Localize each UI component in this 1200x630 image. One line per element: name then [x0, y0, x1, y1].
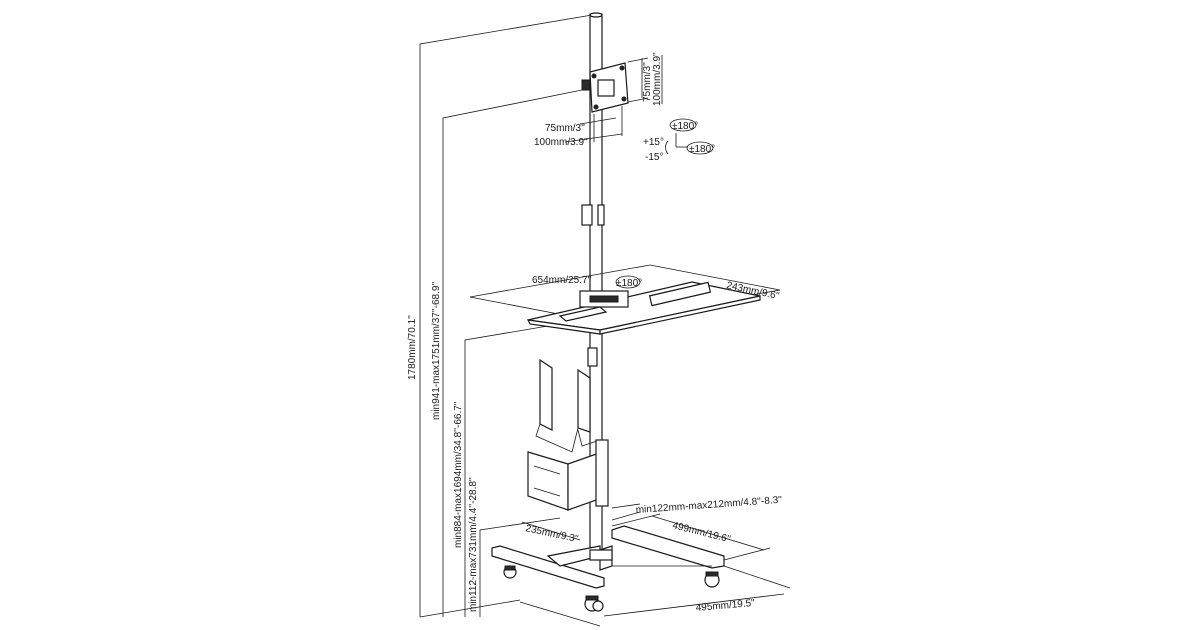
rotation-side-label: ±180°: [689, 144, 715, 155]
vesa-vertical-100-label: 100mm/3.9'': [652, 52, 663, 106]
vesa-horizontal-100-label: 100mm/3.9'': [534, 137, 588, 148]
total-height-label: 1780mm/70.1'': [407, 315, 418, 380]
base-depth-label: 499mm/19.6'': [671, 520, 731, 545]
cpu-depth-label: 235mm/9.3'': [524, 523, 579, 545]
cpu-holder: [527, 358, 609, 511]
keyboard-tray: [469, 264, 781, 335]
tray-rotation-label: ±180°: [616, 278, 642, 289]
rotation-top-label: ±180°: [672, 121, 698, 132]
rotation-symbols: [665, 118, 714, 155]
vesa-horizontal-75-label: 75mm/3'': [545, 123, 585, 134]
tilt-minus-label: -15°: [645, 152, 663, 163]
tray-rotation-symbol: [615, 275, 641, 289]
cpu-width-label: min122mm-max212mm/4.8''-8.3'': [635, 495, 782, 516]
tray-height-label: min884-max1694mm/34.8''-66.7'': [453, 401, 464, 548]
cpu-height-label: min112-max731mm/4.4''-28.8'': [468, 477, 479, 612]
vesa-mount: [564, 55, 663, 143]
tray-width-label: 654mm/25.7'': [532, 275, 591, 286]
vesa-vertical-75-label: 75mm/3'': [642, 62, 653, 102]
tilt-plus-label: +15°: [643, 137, 664, 148]
casters: [503, 565, 720, 612]
base-width-label: 495mm/19.5'': [695, 598, 755, 614]
vertical-pole: [581, 12, 605, 555]
monitor-height-label: min941-max1751mm/37''-68.9'': [431, 282, 442, 420]
